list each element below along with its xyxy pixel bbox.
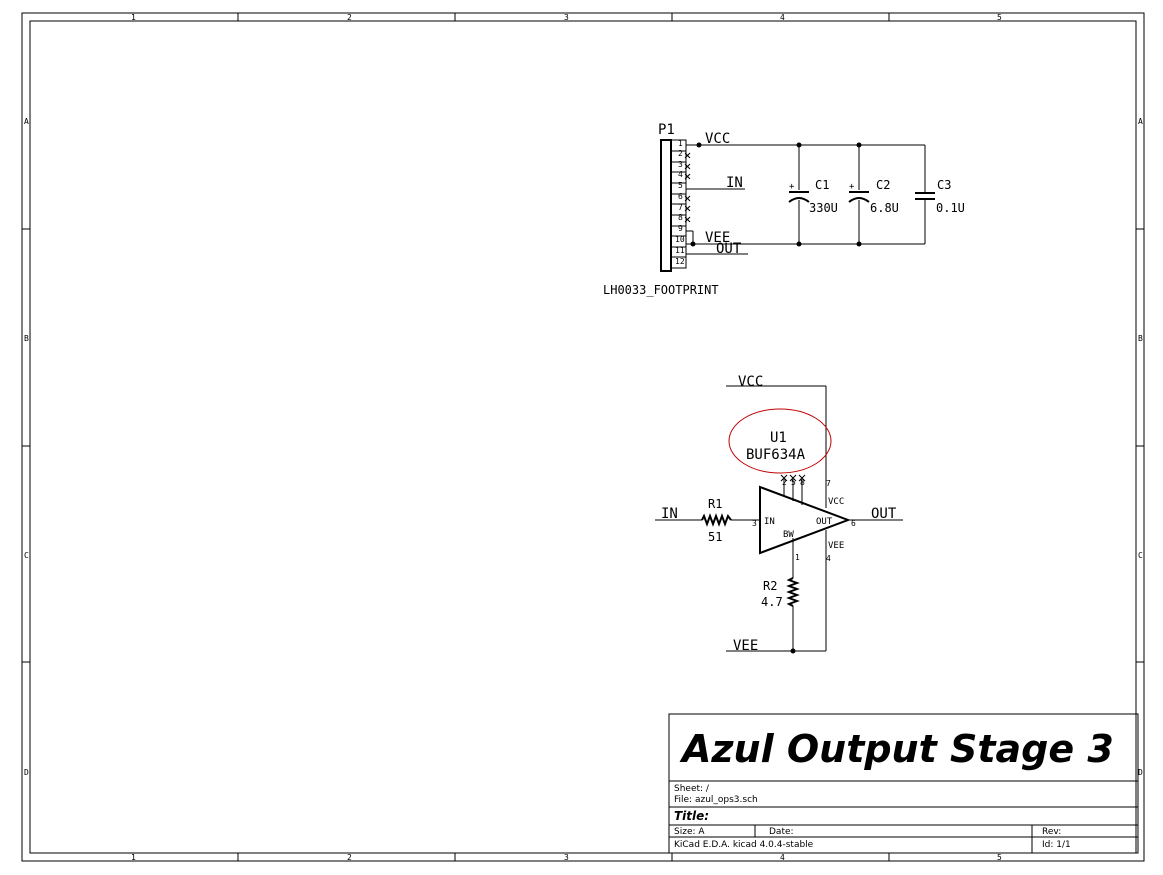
buffer-pin-vcc: VCC [828, 497, 844, 507]
buffer-u1: U1 BUF634A IN OUT BW VCC VEE 3 6 7 4 1 2… [728, 408, 856, 563]
buffer-ref: U1 [770, 430, 787, 446]
title-block-kicad: KiCad E.D.A. kicad 4.0.4-stable [674, 840, 814, 850]
frame-col-3: 3 [564, 13, 569, 22]
buffer-pin-in: IN [764, 517, 775, 527]
r2-ref: R2 [763, 579, 777, 593]
frame-row-c-right: C [1138, 551, 1143, 560]
buffer-net-vee: VEE [733, 638, 758, 654]
frame-row-c: C [24, 551, 29, 560]
c3-ref: C3 [937, 178, 951, 192]
buffer-circuit-wires [655, 385, 903, 652]
pin-7: 7 [678, 203, 683, 212]
capacitor-c1: + C1 330U [788, 178, 838, 215]
frame-row-a: A [24, 117, 29, 126]
title-block-big-title: Azul Output Stage 3 [679, 727, 1114, 771]
svg-text:+: + [849, 182, 855, 192]
drawing-frame [21, 12, 1145, 862]
frame-col-5-bottom: 5 [997, 853, 1002, 862]
title-block-sheet: Sheet: / [674, 784, 710, 794]
no-connect-markers [684, 152, 691, 223]
r1-value: 51 [708, 530, 722, 544]
pin-2: 2 [678, 149, 683, 158]
frame-col-1-bottom: 1 [131, 853, 136, 862]
net-label-in: IN [726, 175, 743, 191]
pin-6: 6 [678, 192, 683, 201]
title-block-date: Date: [769, 827, 794, 837]
c1-ref: C1 [815, 178, 829, 192]
frame-row-b-right: B [1138, 334, 1143, 343]
pin-11: 11 [675, 246, 685, 255]
frame-col-1: 1 [131, 13, 136, 22]
buffer-num-in: 3 [752, 519, 757, 528]
pin-5: 5 [678, 181, 683, 190]
frame-col-4-bottom: 4 [780, 853, 785, 862]
frame-col-2-bottom: 2 [347, 853, 352, 862]
frame-col-4: 4 [780, 13, 785, 22]
junction-dots [690, 142, 862, 654]
title-block-id: Id: 1/1 [1042, 840, 1071, 850]
buffer-num-nc-5: 5 [791, 478, 796, 487]
r2-value: 4.7 [761, 595, 783, 609]
connector-p1: P1 LH0033_FOOTPRINT [603, 122, 719, 297]
capacitor-c3: C3 0.1U [915, 178, 965, 215]
buffer-net-out: OUT [871, 506, 897, 522]
buffer-num-nc-8: 8 [800, 478, 805, 487]
frame-row-b: B [24, 334, 29, 343]
pin-1: 1 [678, 139, 683, 148]
connector-pin-numbers: 1 2 3 4 5 6 7 8 9 10 11 12 [675, 139, 685, 266]
buffer-net-vcc: VCC [738, 374, 763, 390]
pin-3: 3 [678, 160, 683, 169]
buffer-num-nc-2: 2 [782, 478, 787, 487]
buffer-num-vcc: 7 [826, 479, 831, 488]
connector-footprint: LH0033_FOOTPRINT [603, 283, 719, 297]
c1-value: 330U [809, 201, 838, 215]
frame-col-5: 5 [997, 13, 1002, 22]
connector-ref: P1 [658, 122, 675, 138]
power-bus-wires [686, 144, 926, 255]
buffer-pin-bw: BW [783, 530, 794, 540]
frame-row-d: D [24, 768, 29, 777]
buffer-net-in: IN [661, 506, 678, 522]
pin-9: 9 [678, 224, 683, 233]
capacitor-c2: + C2 6.8U [848, 178, 899, 215]
c3-value: 0.1U [936, 201, 965, 215]
title-block-size: Size: A [674, 827, 705, 837]
pin-8: 8 [678, 213, 683, 222]
buffer-pin-vee: VEE [828, 541, 844, 551]
net-label-vcc: VCC [705, 131, 730, 147]
c2-ref: C2 [876, 178, 890, 192]
pin-12: 12 [675, 257, 685, 266]
title-block-file: File: azul_ops3.sch [674, 795, 758, 805]
frame-row-d-right: D [1138, 768, 1143, 777]
resistor-r1: R1 51 [701, 497, 732, 544]
power-net-labels: VCC IN VEE OUT [705, 131, 743, 257]
net-label-vee: VEE [705, 230, 730, 246]
buffer-num-vee: 4 [826, 554, 831, 563]
buffer-part: BUF634A [746, 447, 806, 463]
buffer-num-bw: 1 [795, 553, 800, 562]
title-block-rev: Rev: [1042, 827, 1061, 837]
pin-4: 4 [678, 170, 683, 179]
buffer-nc-markers [780, 474, 806, 482]
frame-column-labels: 1 2 3 4 5 1 2 3 4 5 [131, 13, 1002, 862]
frame-col-2: 2 [347, 13, 352, 22]
buffer-pin-out: OUT [816, 517, 833, 527]
pin-10: 10 [675, 235, 685, 244]
net-label-out: OUT [716, 241, 742, 257]
frame-col-3-bottom: 3 [564, 853, 569, 862]
buffer-num-out: 6 [851, 519, 856, 528]
frame-row-labels: A B C D A B C D [24, 117, 1143, 777]
title-block-title-label: Title: [674, 809, 709, 823]
buffer-net-labels: VCC VEE IN OUT [661, 374, 897, 654]
c2-value: 6.8U [870, 201, 899, 215]
title-block: Azul Output Stage 3 Sheet: / File: azul_… [668, 713, 1139, 854]
r1-ref: R1 [708, 497, 722, 511]
resistor-r2: R2 4.7 [761, 577, 800, 609]
frame-row-a-right: A [1138, 117, 1143, 126]
svg-text:+: + [789, 182, 795, 192]
